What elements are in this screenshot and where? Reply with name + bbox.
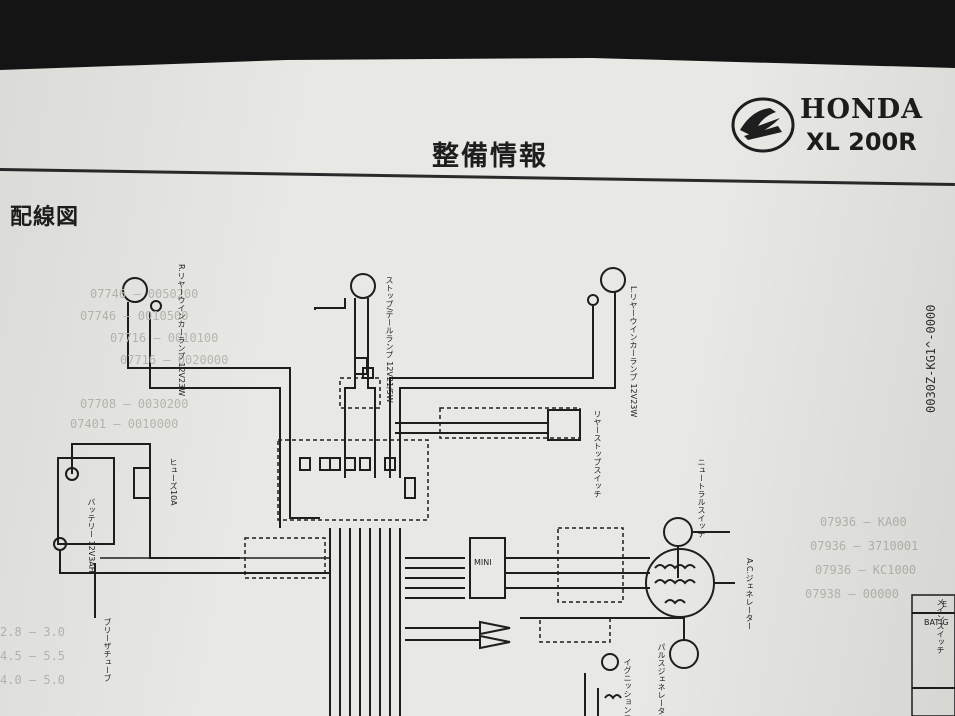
- main-switch-table: [911, 594, 955, 716]
- model-name: XL 200R: [806, 128, 917, 156]
- r-winker-label: R.リヤーウインカーランプ 12V23W: [177, 264, 186, 397]
- main-switch-label: メインスイッチ: [936, 598, 945, 654]
- l-winker-label: L.リヤーウインカーランプ 12V23W: [629, 286, 638, 418]
- stop-tail-label: ストップ/テールランプ 12V21/5W: [385, 276, 394, 403]
- fuse-label: ヒューズ10A: [169, 458, 178, 506]
- main-switch-bat: BAT: [924, 618, 940, 627]
- svg-text:07938 — 00000: 07938 — 00000: [805, 587, 899, 601]
- brand-name: HONDA: [800, 94, 924, 125]
- neutral-switch-label: ニュートラルスイッチ: [697, 458, 706, 538]
- svg-text:07936 — KC1000: 07936 — KC1000: [815, 563, 916, 577]
- svg-text:07936 — KA00: 07936 — KA00: [820, 515, 907, 529]
- svg-text:07746 — 0010500: 07746 — 0010500: [80, 309, 188, 323]
- section-title: 配線図: [10, 205, 80, 230]
- stop-tail-bulb: [350, 273, 376, 299]
- page-title: 整備情報: [432, 141, 548, 172]
- r-winker-ground: [150, 300, 162, 312]
- r-winker-bulb: [122, 277, 148, 303]
- battery-label: バッテリー 12V3AH: [87, 498, 96, 573]
- mini-label: MINI: [474, 558, 492, 567]
- manual-page: HONDA XL 200R 整備情報 配線図 0030Z-KG1^-0000: [0, 58, 955, 716]
- svg-text:07716 — 0020000: 07716 — 0020000: [120, 353, 228, 367]
- wiring-diagram: 07746 — 0050200 07746 — 0010500 07716 — …: [0, 267, 955, 716]
- rear-stop-switch-label: リヤーストップスイッチ: [593, 410, 602, 498]
- ignition-coil-label: イグニッションコイル: [623, 658, 632, 716]
- svg-text:07708 — 0030200: 07708 — 0030200: [80, 397, 188, 411]
- breather-label: ブリーザチューブ: [103, 618, 112, 682]
- svg-text:07716 — 0010100: 07716 — 0010100: [110, 331, 218, 345]
- main-switch-e: E: [942, 600, 948, 609]
- svg-text:4.0 — 5.0: 4.0 — 5.0: [0, 673, 65, 687]
- neutral-switch: [663, 517, 693, 547]
- svg-text:2.8 — 3.0: 2.8 — 3.0: [0, 625, 65, 639]
- main-switch-ig: IG: [940, 618, 949, 627]
- honda-wing-logo: [731, 97, 795, 153]
- fuse-box: [133, 467, 151, 499]
- l-winker-ground: [587, 294, 599, 306]
- pulse-generator-label: パルスジェネレーター: [657, 643, 666, 716]
- svg-text:07936 — 3710001: 07936 — 3710001: [810, 539, 918, 553]
- battery-box: [57, 457, 115, 545]
- ac-generator-label: A.C.ジェネレーター: [745, 558, 754, 631]
- l-winker-bulb: [600, 267, 626, 293]
- svg-text:07746 — 0050200: 07746 — 0050200: [90, 287, 198, 301]
- svg-text:4.5 — 5.5: 4.5 — 5.5: [0, 649, 65, 663]
- svg-text:07401 — 0010000: 07401 — 0010000: [70, 417, 178, 431]
- pulse-generator: [669, 639, 699, 669]
